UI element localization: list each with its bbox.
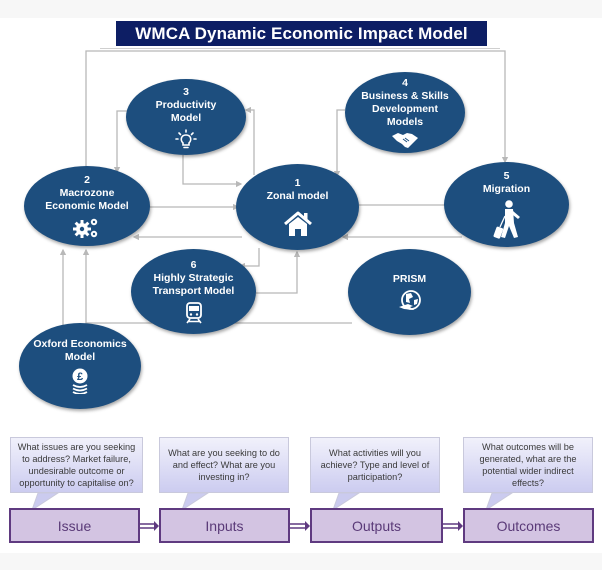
node-label: Models <box>386 115 424 128</box>
stage-label: Inputs <box>205 517 244 534</box>
node-zonal-model[interactable]: 1 Zonal model <box>236 164 359 250</box>
callout-text: What outcomes will be generated, what ar… <box>479 442 577 488</box>
node-number: 6 <box>190 259 197 271</box>
callout-text: What activities will you achieve? Type a… <box>320 448 430 482</box>
stage-inputs[interactable]: Inputs <box>159 508 290 543</box>
traveler-icon <box>493 199 520 239</box>
arrow-issue-inputs <box>140 521 159 531</box>
stage-outcomes[interactable]: Outcomes <box>463 508 594 543</box>
stage-label: Outcomes <box>496 517 561 534</box>
node-label: Model <box>170 111 202 124</box>
node-label: Model <box>64 351 96 363</box>
top-margin <box>0 0 602 18</box>
callout-text: What are you seeking to do and effect? W… <box>168 448 280 482</box>
globe-plane-icon <box>398 289 421 310</box>
node-business-skills-development-models[interactable]: 4 Business & Skills Development Models <box>345 72 465 153</box>
node-label: Migration <box>482 182 531 195</box>
connector-transport-zonal <box>256 250 301 294</box>
arrow-inputs-outputs <box>290 521 310 531</box>
node-migration[interactable]: 5 Migration <box>444 162 569 247</box>
title-divider <box>100 48 500 49</box>
node-number: 2 <box>84 173 90 186</box>
node-highly-strategic-transport-model[interactable]: 6 Highly Strategic Transport Model <box>131 249 256 334</box>
node-number: 4 <box>402 76 408 89</box>
lightbulb-icon <box>175 128 197 148</box>
node-label: Economic Model <box>45 199 129 212</box>
callout-outputs: What activities will you achieve? Type a… <box>310 437 440 493</box>
node-oxford-economics-model[interactable]: Oxford Economics Model £ <box>19 323 141 409</box>
callout-tail-outputs <box>332 492 361 512</box>
callout-inputs: What are you seeking to do and effect? W… <box>159 437 289 493</box>
node-label: PRISM <box>392 272 427 285</box>
node-productivity-model[interactable]: 3 Productivity Model <box>126 79 246 155</box>
connector-business-zonal <box>333 109 345 178</box>
node-label: Transport Model <box>152 285 235 297</box>
connector-productivity-zonal <box>182 155 243 188</box>
node-label: Oxford Economics <box>33 338 127 350</box>
stage-issue[interactable]: Issue <box>9 508 140 543</box>
connector-macrozone-migration <box>85 50 509 168</box>
stage-label: Issue <box>57 517 92 534</box>
callout-issue: What issues are you seeking to address? … <box>10 437 143 493</box>
stage-outputs[interactable]: Outputs <box>310 508 443 543</box>
node-prism[interactable]: PRISM <box>348 249 471 335</box>
bottom-margin <box>0 553 602 570</box>
callout-tail-inputs <box>181 492 210 512</box>
node-number: 1 <box>294 177 301 189</box>
stage-label: Outputs <box>351 517 402 534</box>
node-macrozone-economic-model[interactable]: 2 Macrozone Economic Model <box>24 166 150 246</box>
connector-zonal-transport <box>238 248 260 270</box>
node-label: Business & Skills <box>361 89 449 102</box>
node-label: Development <box>372 102 438 115</box>
node-label: Macrozone <box>59 186 115 199</box>
svg-text:£: £ <box>77 371 83 383</box>
flow-arrows <box>140 521 463 531</box>
node-label: Productivity <box>155 98 217 111</box>
connector-productivity-macrozone <box>113 110 128 174</box>
node-number: 5 <box>503 169 510 182</box>
callout-text: What issues are you seeking to address? … <box>17 442 136 488</box>
house-icon <box>283 211 312 236</box>
connector-zonal-productivity <box>244 106 255 175</box>
callout-tail-outcomes <box>485 492 514 512</box>
node-number: 3 <box>183 85 189 98</box>
callout-tail-issue <box>31 492 60 512</box>
node-label: Zonal model <box>266 190 329 202</box>
callout-outcomes: What outcomes will be generated, what ar… <box>463 437 593 493</box>
arrow-outputs-outcomes <box>443 521 463 531</box>
node-label: Highly Strategic <box>153 272 234 284</box>
train-icon <box>185 302 202 324</box>
gears-icon <box>73 218 98 238</box>
callout-tails <box>31 492 514 512</box>
handshake-icon <box>392 132 418 148</box>
diagram-title: WMCA Dynamic Economic Impact Model <box>116 21 487 46</box>
pound-coins-icon: £ <box>72 368 88 394</box>
